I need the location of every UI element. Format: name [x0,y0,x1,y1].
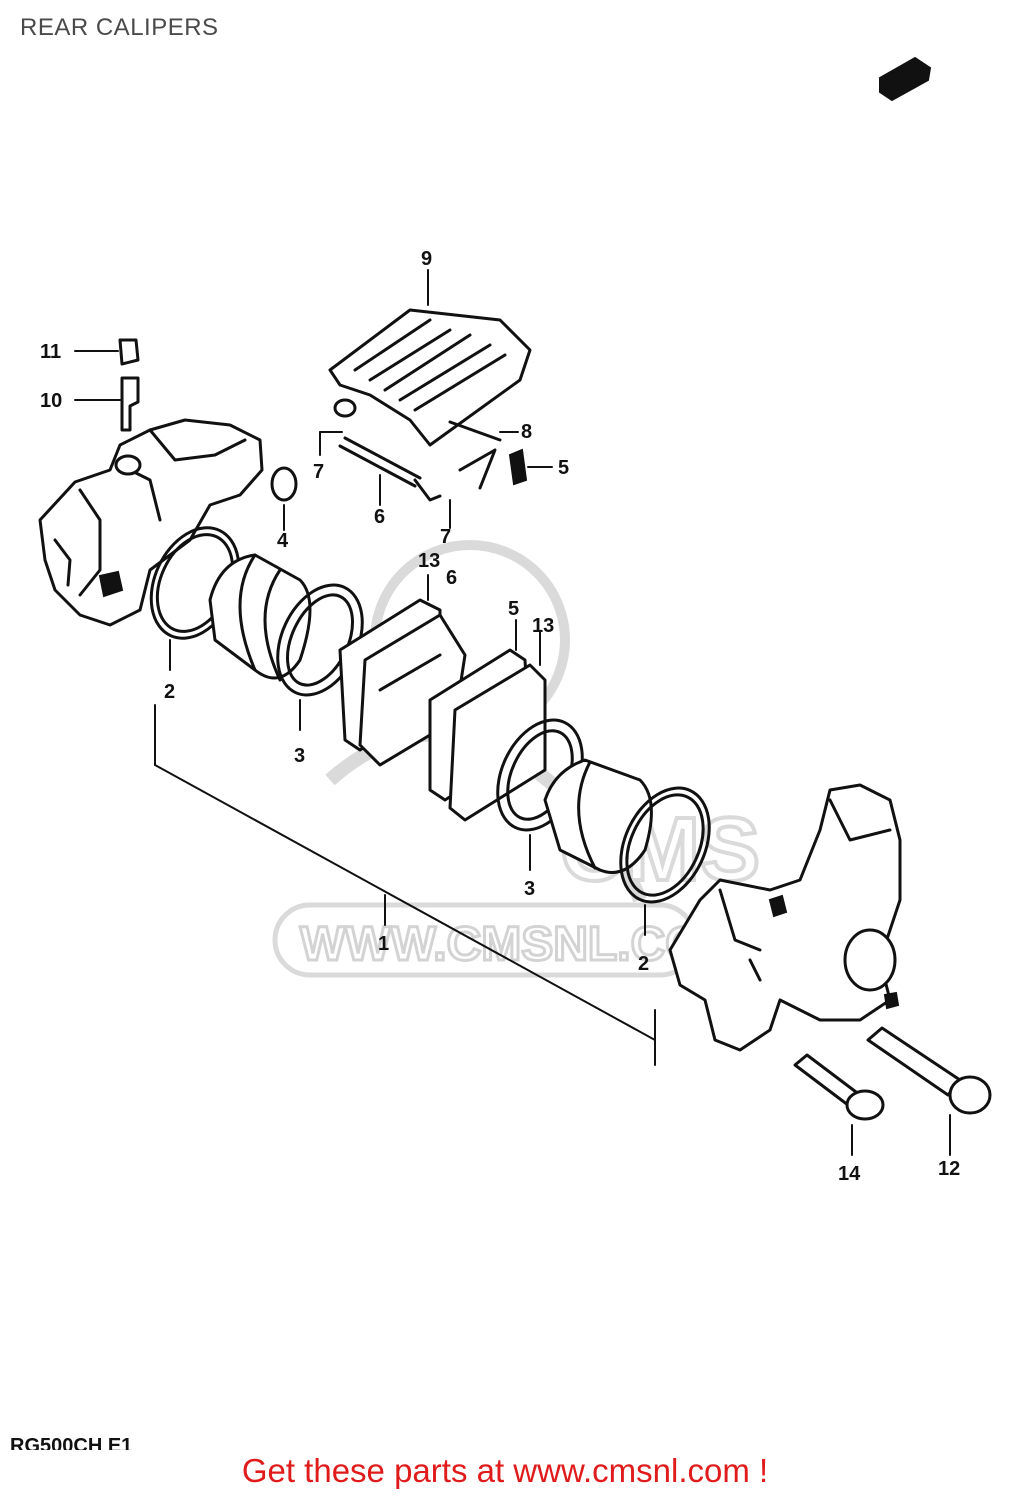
callout-4: 4 [277,530,289,552]
callout-2b: 2 [638,953,649,975]
mounting-bolt-long [866,1026,992,1156]
assembly-bracket-lines [154,704,656,1066]
callout-1: 1 [378,933,389,955]
model-code: RG500CH E1 [10,1435,132,1450]
callout-12: 12 [938,1158,960,1180]
callout-14: 14 [838,1163,861,1185]
piston-seal-right [619,786,711,936]
left-caliper-housing [38,418,264,627]
page-title: REAR CALIPERS [20,14,219,41]
callout-3b: 3 [524,878,535,900]
footer-link-text[interactable]: Get these parts at www.cmsnl.com ! [241,1452,769,1489]
callout-6a: 6 [374,506,385,528]
bleeder-cap-part [74,338,140,366]
brake-pad-right [428,619,547,822]
callout-7b: 7 [440,526,451,548]
watermark-text: WWW.CMSNL.COM [300,918,743,971]
callout-13a: 13 [418,550,440,572]
bleeder-valve-part [74,376,140,432]
callout-8: 8 [521,421,532,443]
callout-7a: 7 [313,461,324,483]
callout-5b: 5 [508,598,519,620]
callout-9: 9 [421,248,432,270]
callout-5a: 5 [558,457,569,479]
callout-13b: 13 [532,615,554,637]
cover-cap-part [879,56,932,102]
piston-right [543,758,653,874]
callout-3a: 3 [294,745,305,767]
pad-pins [319,398,553,529]
right-caliper-housing [668,783,902,1052]
exploded-parts-diagram: CMS WWW.CMSNL.COM [10,56,992,1450]
dust-boot-part [270,466,298,531]
callout-2a: 2 [164,681,175,703]
piston-left [208,553,312,682]
callout-10: 10 [40,390,62,412]
pad-spring-cover [328,269,532,447]
mounting-bolt-short [793,1053,885,1156]
callout-11: 11 [40,341,61,363]
callout-6b: 6 [446,567,457,589]
